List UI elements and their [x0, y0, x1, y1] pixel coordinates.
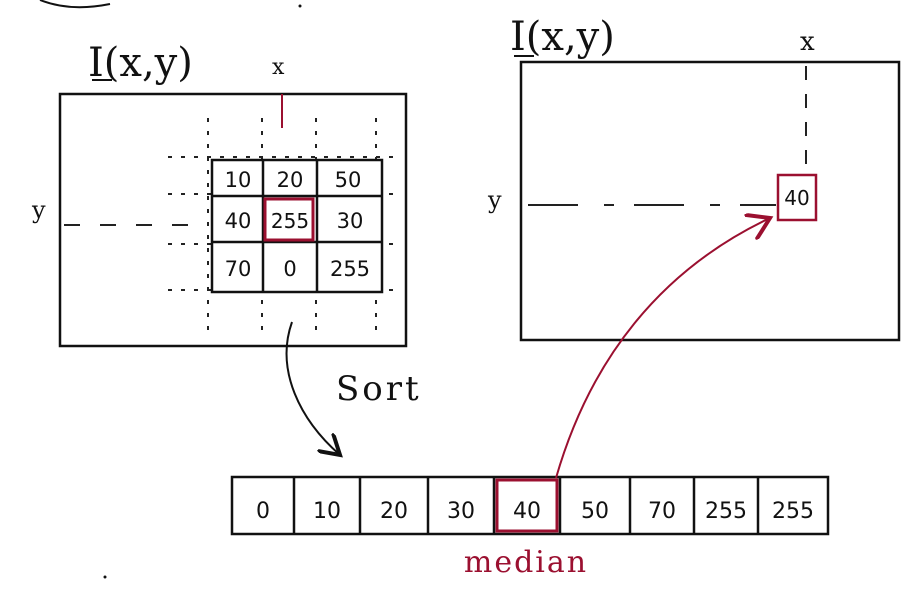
kernel-cell: 20 — [277, 168, 304, 192]
kernel-cell: 255 — [271, 209, 309, 233]
output-image-frame — [519, 60, 901, 342]
output-pixel-value: 40 — [784, 186, 809, 210]
array-cell: 70 — [648, 499, 676, 524]
array-cell: 255 — [772, 499, 814, 524]
output-y-axis-label: y — [487, 186, 502, 214]
median-cell-highlight — [495, 478, 559, 533]
input-x-axis-label: x — [272, 55, 285, 80]
array-cell: 30 — [447, 499, 475, 524]
output-image-panel: I(x,y) x y 40 — [487, 14, 901, 342]
output-x-axis-label: x — [800, 27, 815, 57]
input-image-panel: I(x,y) x y — [31, 40, 408, 348]
sort-arrow — [285, 321, 340, 455]
output-pixel-box — [776, 173, 818, 222]
median-label: median — [464, 545, 588, 580]
kernel-cell: 40 — [225, 209, 252, 233]
sort-label: Sort — [336, 369, 422, 409]
input-image-title: I(x,y) — [88, 40, 193, 86]
edge-scribble — [39, 0, 111, 9]
array-cell: 20 — [380, 499, 408, 524]
array-cell-median: 40 — [513, 499, 541, 524]
kernel-cell: 0 — [283, 257, 296, 281]
sorted-array: 0 10 20 30 40 50 70 255 255 — [230, 475, 830, 536]
kernel-center-highlight — [263, 197, 315, 242]
pen-dot — [103, 575, 107, 579]
array-cell: 10 — [313, 499, 341, 524]
kernel-cell: 70 — [225, 257, 252, 281]
kernel-cell: 10 — [225, 168, 252, 192]
input-image-frame — [58, 92, 408, 348]
sort-step: Sort — [285, 321, 422, 455]
kernel-cell: 255 — [330, 257, 370, 281]
array-cell: 0 — [256, 499, 270, 524]
median-to-output-arrow — [555, 218, 770, 479]
pen-dot — [298, 4, 302, 8]
array-cell: 255 — [705, 499, 747, 524]
kernel-cell: 30 — [337, 209, 364, 233]
input-y-axis-label: y — [31, 196, 46, 224]
array-frame — [230, 475, 830, 536]
kernel-grid: 10 20 50 40 255 30 70 0 255 — [210, 158, 384, 294]
array-cell: 50 — [581, 499, 609, 524]
kernel-cell: 50 — [335, 168, 362, 192]
output-image-title: I(x,y) — [510, 14, 615, 60]
